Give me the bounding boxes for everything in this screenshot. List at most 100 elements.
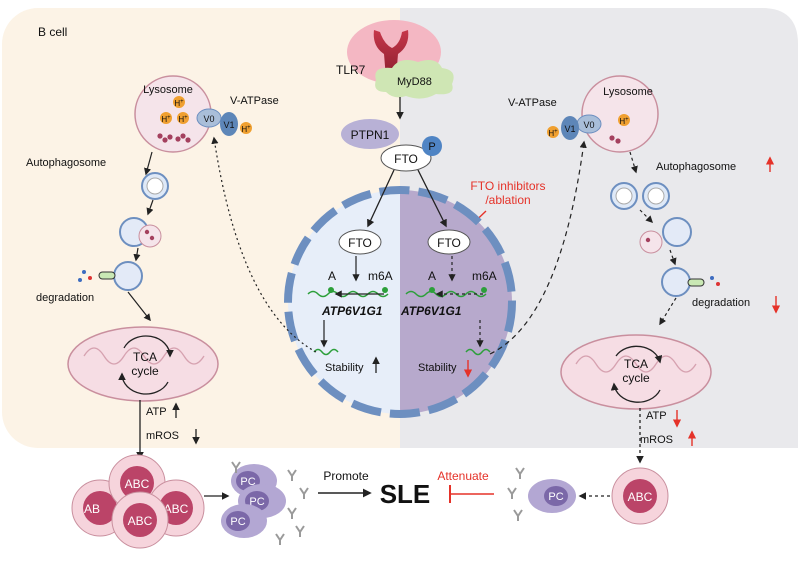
myd88-label: MyD88 xyxy=(397,76,432,88)
nucleus-left-a-label: A xyxy=(328,269,336,283)
svg-text:PC: PC xyxy=(249,496,264,508)
left-lysosome-protons: H+ H+ H+ xyxy=(160,96,189,124)
nucleus-right-fto: FTO xyxy=(427,229,471,255)
fto-to-right-nucleus-arrow xyxy=(417,169,447,228)
fto-to-left-nucleus-arrow xyxy=(367,169,395,228)
antibody-icons-right xyxy=(507,467,525,521)
inhibitor-label-line2: /ablation xyxy=(485,193,530,207)
left-stable-mrna xyxy=(313,348,339,356)
right-vatpase-label: V-ATPase xyxy=(508,97,557,109)
antibody-icons-left xyxy=(231,461,309,545)
right-degradation-label: degradation xyxy=(692,297,750,309)
left-autophagosome-to-fusion-arrow xyxy=(146,199,154,216)
left-lysosome-label: Lysosome xyxy=(143,84,193,96)
right-autolysosomes xyxy=(639,217,692,254)
pc-cluster-left: PC PC PC xyxy=(221,461,309,545)
right-autophagosome-to-fusion-arrow xyxy=(639,209,654,224)
svg-text:H+: H+ xyxy=(619,117,629,126)
left-a-marker xyxy=(328,287,334,293)
right-v1-label: V1 xyxy=(564,124,575,134)
svg-text:H+: H+ xyxy=(178,115,188,124)
svg-text:H+: H+ xyxy=(548,129,558,138)
abc-cell-bottom: ABC xyxy=(111,491,169,549)
right-m6a-marker xyxy=(481,287,487,293)
left-degradation-vesicle xyxy=(78,261,143,291)
nucleus-right-a-label: A xyxy=(428,269,436,283)
fto-cytoplasm-node: FTO xyxy=(380,144,432,172)
nucleus-left-stability-label: Stability xyxy=(325,362,364,374)
left-degradation-label: degradation xyxy=(36,292,94,304)
inhibitor-label-line1: FTO inhibitors xyxy=(470,179,545,193)
right-lysosome-label: Lysosome xyxy=(603,86,653,98)
nucleus-right-m6a-label: m6A xyxy=(472,269,497,283)
svg-text:H+: H+ xyxy=(161,115,171,124)
svg-text:AB: AB xyxy=(84,502,100,516)
nucleus-left-fto-label: FTO xyxy=(348,236,372,250)
ptpn1-node: PTPN1 xyxy=(341,119,399,149)
left-v0-label: V0 xyxy=(203,114,214,124)
left-fusion-to-degradation-arrow xyxy=(133,247,141,262)
right-autophagosomes xyxy=(610,182,670,210)
abc-cluster: AB ABC ABC ABC xyxy=(71,454,205,549)
nucleus-right-stability-label: Stability xyxy=(418,362,457,374)
phospho-label: P xyxy=(428,141,435,153)
left-cycle-label: cycle xyxy=(131,364,159,378)
right-a-marker xyxy=(429,287,435,293)
nucleus xyxy=(284,186,516,418)
left-atp-label: ATP xyxy=(146,406,167,418)
tlr7-label: TLR7 xyxy=(336,63,366,77)
right-v0-label: V0 xyxy=(583,120,594,130)
svg-text:PC: PC xyxy=(230,516,245,528)
ptpn1-label: PTPN1 xyxy=(351,128,390,142)
left-mitochondrion: TCA cycle xyxy=(67,326,219,402)
left-mros-label: mROS xyxy=(146,430,179,442)
svg-text:H+: H+ xyxy=(241,125,251,134)
left-vatpase: V0 V1 H+ V-ATPase xyxy=(196,95,279,136)
right-degradation-to-mito-arrow xyxy=(659,297,677,326)
left-lysosome-to-autophagosome-arrow xyxy=(144,151,153,176)
right-cycle-label: cycle xyxy=(622,371,650,385)
phospho-badge: P xyxy=(422,136,442,156)
left-v1-label: V1 xyxy=(223,120,234,130)
right-degradation-vesicle xyxy=(661,267,720,297)
svg-text:H+: H+ xyxy=(174,99,184,108)
promote-label: Promote xyxy=(323,469,369,483)
left-degradation-to-mito-arrow xyxy=(127,291,151,322)
pc-cell-bottom: PC xyxy=(221,504,267,538)
nucleus-right-gene-label: ATP6V1G1 xyxy=(400,304,462,318)
left-autophagosome xyxy=(141,172,169,200)
right-vatpase: V0 V1 H+ V-ATPase xyxy=(508,97,602,140)
svg-text:ABC: ABC xyxy=(628,490,653,504)
right-mros-label: mROS xyxy=(640,434,673,446)
pc-cell-single: PC xyxy=(528,479,576,513)
left-m6a-marker xyxy=(382,287,388,293)
right-autophagosome-label: Autophagosome xyxy=(656,161,736,173)
nucleus-left-m6a-label: m6A xyxy=(368,269,393,283)
panel-label: B cell xyxy=(38,25,67,39)
svg-text:ABC: ABC xyxy=(128,514,153,528)
myd88-cloud: MyD88 xyxy=(375,60,454,99)
fto-label: FTO xyxy=(394,152,418,166)
right-lysosome: Lysosome H+ xyxy=(581,75,659,153)
attenuate-label: Attenuate xyxy=(437,469,489,483)
nuclear-envelope xyxy=(284,186,516,418)
svg-text:PC: PC xyxy=(548,491,563,503)
left-lysosome: Lysosome H+ H+ H+ xyxy=(134,75,212,153)
left-tca-label: TCA xyxy=(133,350,157,364)
right-tca-label: TCA xyxy=(624,357,648,371)
left-autolysosome xyxy=(119,217,162,248)
svg-text:ABC: ABC xyxy=(164,502,189,516)
nucleus-left-gene-label: ATP6V1G1 xyxy=(321,304,383,318)
svg-text:PC: PC xyxy=(240,476,255,488)
abc-cell-single: ABC xyxy=(611,467,669,525)
nucleus-right-fto-label: FTO xyxy=(437,236,461,250)
left-autophagosome-label: Autophagosome xyxy=(26,157,106,169)
nucleus-left-fto: FTO xyxy=(338,229,382,255)
right-atp-label: ATP xyxy=(646,410,667,422)
svg-text:ABC: ABC xyxy=(125,477,150,491)
right-unstable-mrna xyxy=(465,348,491,356)
right-arc-to-vatpase xyxy=(489,140,587,355)
right-fusion-to-degradation-arrow xyxy=(669,249,677,266)
